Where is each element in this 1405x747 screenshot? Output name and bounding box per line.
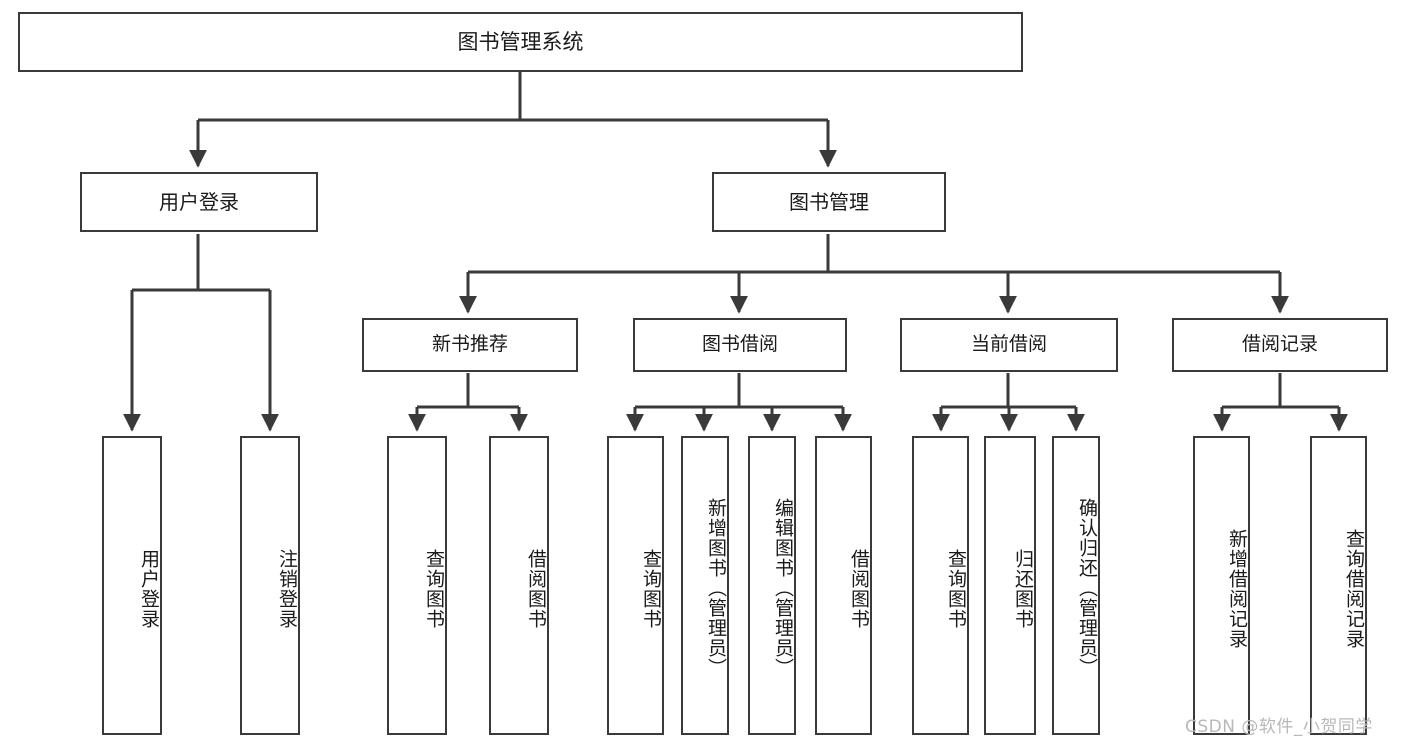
leaf-label: 查询图书: [423, 548, 445, 629]
node-borrow-record[interactable]: 借阅记录: [1172, 318, 1388, 372]
leaf-label: 查询图书: [945, 548, 967, 629]
leaf-borrow-record-add[interactable]: 新增借阅记录: [1193, 436, 1250, 735]
node-root-label: 图书管理系统: [457, 29, 584, 54]
leaf-label: 新增借阅记录: [1226, 528, 1248, 649]
node-book-management[interactable]: 图书管理: [712, 172, 946, 232]
leaf-new-book-borrow[interactable]: 借阅图书: [489, 436, 549, 735]
leaf-book-borrow-add[interactable]: 新增图书（管理员）: [681, 436, 729, 735]
leaf-user-login-signout[interactable]: 注销登录: [240, 436, 300, 735]
leaf-label: 查询借阅记录: [1343, 528, 1365, 649]
node-new-book-recommend[interactable]: 新书推荐: [362, 318, 578, 372]
node-borrow-record-label: 借阅记录: [1241, 333, 1318, 356]
leaf-current-borrow-return[interactable]: 归还图书: [984, 436, 1036, 735]
node-user-login-label: 用户登录: [159, 189, 239, 214]
node-book-borrow-label: 图书借阅: [701, 333, 778, 356]
node-new-book-recommend-label: 新书推荐: [431, 333, 508, 356]
leaf-label: 用户登录: [138, 548, 160, 629]
leaf-label: 确认归还（管理员）: [1076, 497, 1098, 678]
node-current-borrow[interactable]: 当前借阅: [900, 318, 1118, 372]
node-current-borrow-label: 当前借阅: [970, 333, 1047, 356]
leaf-label: 新增图书（管理员）: [705, 497, 727, 678]
leaf-current-borrow-confirm-return[interactable]: 确认归还（管理员）: [1052, 436, 1100, 735]
node-book-borrow[interactable]: 图书借阅: [633, 318, 847, 372]
leaf-borrow-record-query[interactable]: 查询借阅记录: [1310, 436, 1367, 735]
leaf-new-book-query[interactable]: 查询图书: [387, 436, 447, 735]
leaf-user-login-signin[interactable]: 用户登录: [102, 436, 162, 735]
node-user-login[interactable]: 用户登录: [80, 172, 318, 232]
node-root-system[interactable]: 图书管理系统: [18, 12, 1023, 72]
leaf-label: 查询图书: [640, 548, 662, 629]
leaf-book-borrow-edit[interactable]: 编辑图书（管理员）: [748, 436, 796, 735]
leaf-label: 注销登录: [276, 548, 298, 629]
leaf-label: 借阅图书: [848, 548, 870, 629]
leaf-current-borrow-query[interactable]: 查询图书: [912, 436, 969, 735]
leaf-book-borrow-query[interactable]: 查询图书: [607, 436, 664, 735]
leaf-label: 借阅图书: [525, 548, 547, 629]
leaf-book-borrow-lend[interactable]: 借阅图书: [815, 436, 872, 735]
csdn-watermark: CSDN @软件_小贺同学: [1185, 717, 1373, 737]
leaf-label: 编辑图书（管理员）: [772, 497, 794, 678]
leaf-label: 归还图书: [1012, 548, 1034, 629]
node-book-management-label: 图书管理: [789, 189, 869, 214]
